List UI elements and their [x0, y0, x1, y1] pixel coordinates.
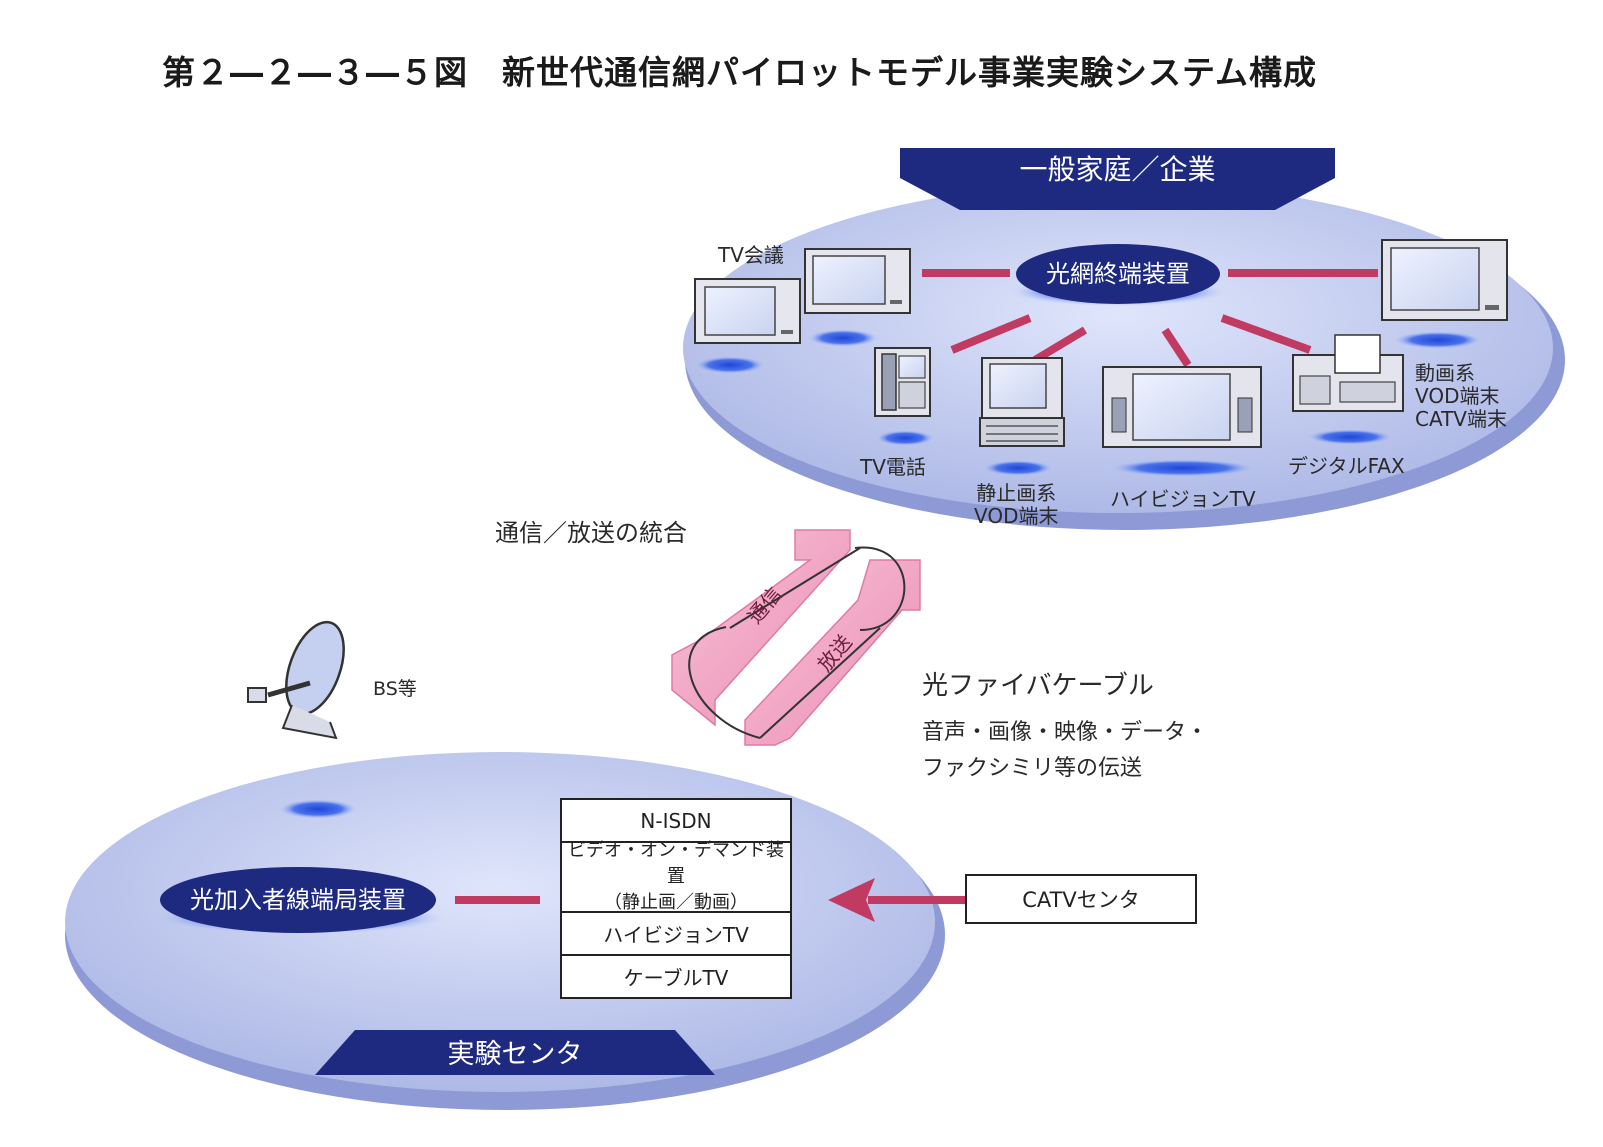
- still-vod-terminal: [979, 357, 1065, 447]
- hdtv-label: ハイビジョンTV: [1110, 487, 1256, 511]
- still-vod-label: 静止画系 VOD端末: [974, 482, 1058, 528]
- satellite-glow: [278, 799, 358, 819]
- olt-node: [155, 867, 445, 934]
- still-vod-label-line2: VOD端末: [974, 504, 1059, 528]
- fiber-desc-line2: ファクシミリ等の伝送: [922, 756, 1143, 781]
- service-cable-tv-label: ケーブルTV: [623, 966, 729, 990]
- still-vod-label-line1: 静止画系: [976, 481, 1057, 505]
- tv-conference-label: TV会議: [718, 243, 784, 267]
- hdtv-device: [1102, 366, 1262, 448]
- catv-center-box: CATVセンタ: [965, 874, 1197, 924]
- service-vod-label-line2: （静止画／動画）: [604, 892, 748, 913]
- satellite-dish-icon: [247, 620, 345, 740]
- home-banner-shape: [900, 148, 1335, 210]
- motion-vod-label-line2: VOD端末: [1415, 384, 1500, 408]
- telecom-arrow: [671, 529, 851, 727]
- figure-title: 第２―２―３―５図 新世代通信網パイロットモデル事業実験システム構成: [162, 53, 1318, 92]
- center-banner-shape: [315, 1030, 715, 1075]
- center-banner-label: 実験センタ: [447, 1039, 583, 1070]
- catv-feed-arrow: [828, 878, 965, 922]
- service-n-isdn: N-ISDN: [560, 798, 792, 843]
- satellite-label: BS等: [373, 678, 417, 700]
- home-banner-label: 一般家庭／企業: [1019, 153, 1216, 186]
- onu-node: [1010, 244, 1226, 306]
- home-platform: [683, 183, 1565, 530]
- fiber-desc: 音声・画像・映像・データ・ ファクシミリ等の伝送: [922, 715, 1208, 787]
- tv-conference-monitor-back: [694, 278, 801, 344]
- service-cable-tv: ケーブルTV: [560, 954, 792, 999]
- fiber-desc-line1: 音声・画像・映像・データ・: [922, 720, 1209, 745]
- tv-phone-device: [874, 347, 931, 417]
- onu-label: 光網終端装置: [1046, 260, 1190, 288]
- service-vod: ビデオ・オン・デマンド装置 （静止画／動画）: [560, 840, 792, 913]
- digital-fax-device: [1292, 334, 1404, 412]
- integration-arrows: [671, 529, 921, 746]
- motion-vod-label-line1: 動画系: [1415, 361, 1475, 385]
- service-n-isdn-label: N-ISDN: [640, 808, 712, 833]
- tv-conference-monitor-front: [804, 248, 911, 314]
- service-vod-label-line1: ビデオ・オン・デマンド装置: [568, 840, 784, 887]
- service-hdtv: ハイビジョンTV: [560, 911, 792, 956]
- motion-vod-label-line3: CATV端末: [1415, 407, 1507, 431]
- home-device-glows: [694, 329, 1483, 477]
- digital-fax-label: デジタルFAX: [1288, 454, 1405, 478]
- motion-vod-monitor: [1381, 239, 1508, 321]
- service-hdtv-label: ハイビジョンTV: [603, 923, 749, 947]
- broadcast-arrow: [744, 559, 921, 746]
- tv-phone-label: TV電話: [860, 455, 926, 479]
- motion-vod-label: 動画系 VOD端末 CATV端末: [1415, 362, 1507, 431]
- fiber-title: 光ファイバケーブル: [922, 671, 1154, 701]
- catv-center-label: CATVセンタ: [1022, 888, 1140, 912]
- home-links: [922, 269, 1378, 368]
- olt-label: 光加入者線端局装置: [190, 886, 406, 914]
- integration-label: 通信／放送の統合: [495, 519, 687, 547]
